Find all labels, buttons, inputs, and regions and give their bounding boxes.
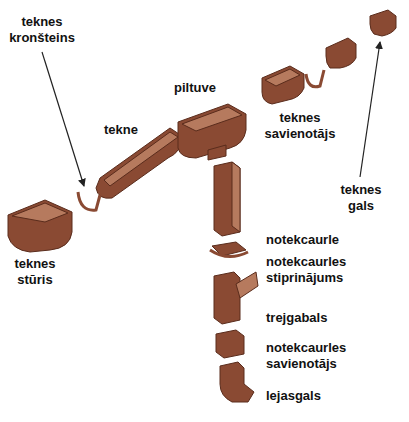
part-label: trejgabals <box>266 310 386 326</box>
part-label: piltuve <box>160 80 230 96</box>
part-label: notekcaurles savienotājs <box>266 340 376 372</box>
part-label: teknes kronšteins <box>2 14 82 46</box>
part-label: notekcaurles stiprinājums <box>266 254 376 286</box>
part-label: tekne <box>96 122 146 138</box>
part-label: lejasgals <box>266 388 386 404</box>
part-label: teknes savienotājs <box>252 110 348 142</box>
part-label: teknes gals <box>330 182 392 214</box>
part-label: teknes stūris <box>2 256 68 288</box>
part-label: notekcaurle <box>266 232 386 248</box>
